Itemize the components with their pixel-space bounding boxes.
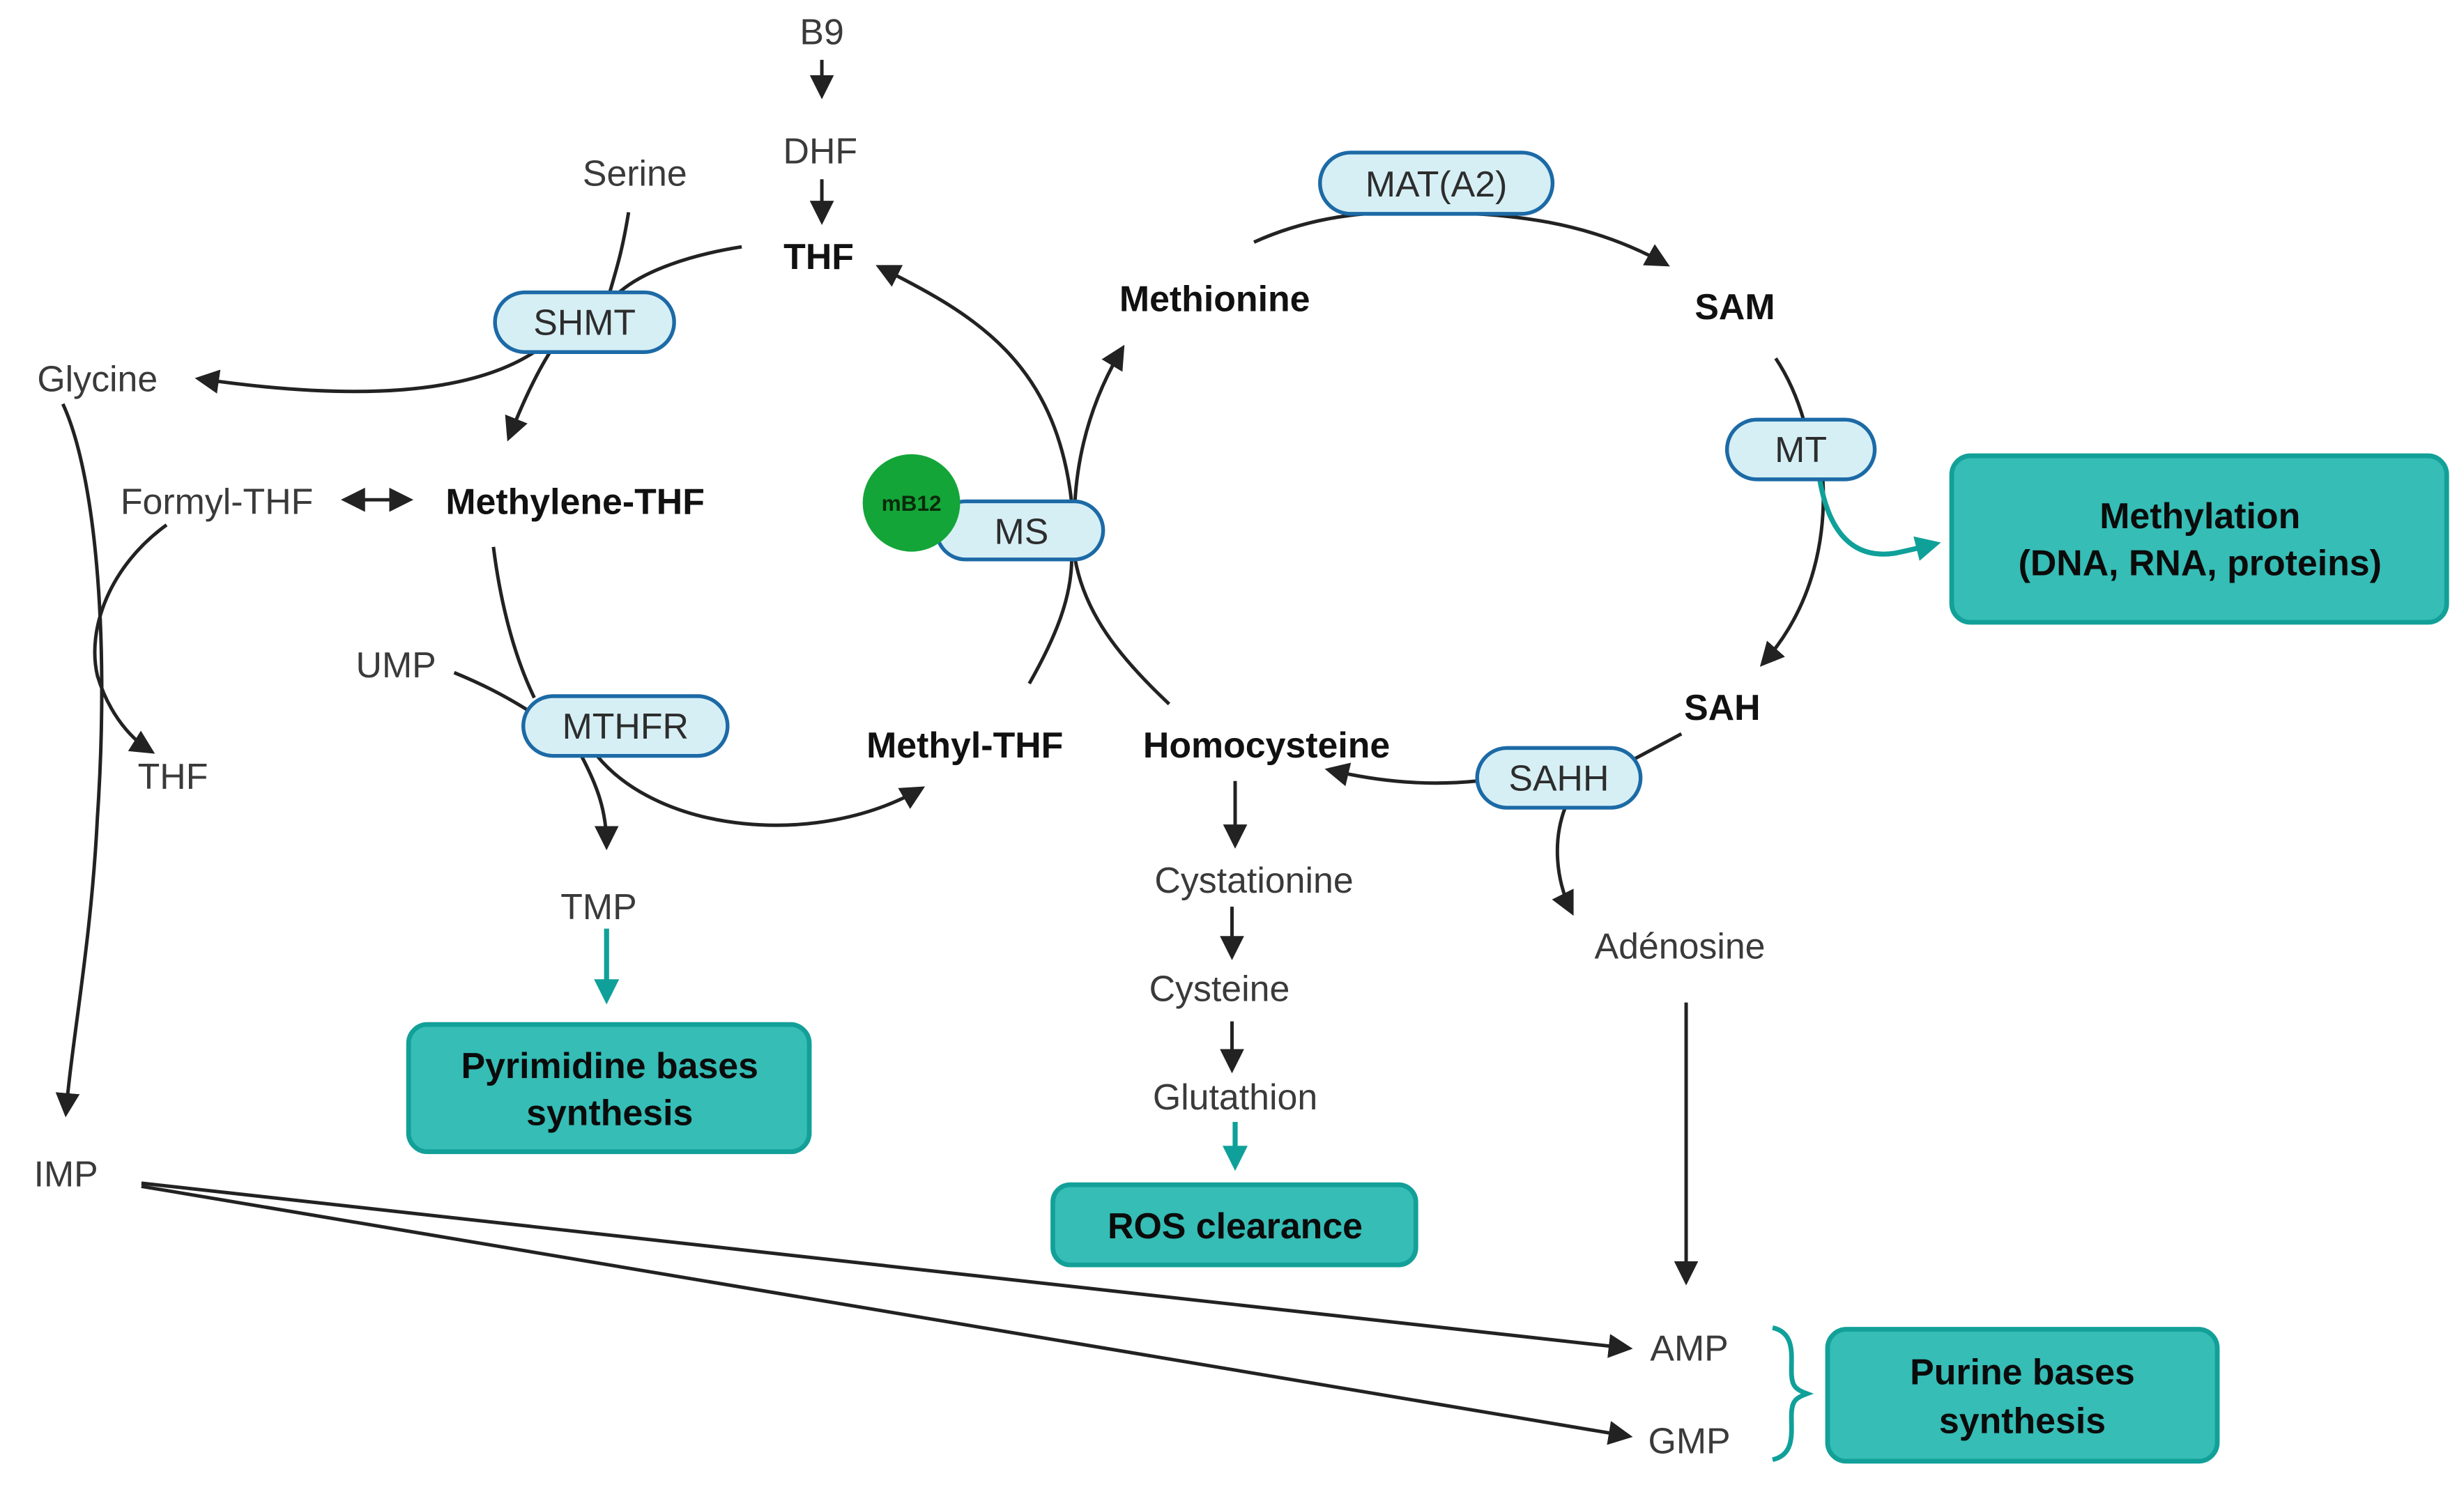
label-b9: B9 — [799, 11, 843, 52]
outcome-purine[interactable]: Purine bases synthesis — [1825, 1327, 2220, 1464]
enzyme-shmt[interactable]: SHMT — [493, 290, 676, 354]
arrow-ms-methionine — [1073, 344, 1125, 503]
arrow-mt-sah — [1759, 479, 1826, 667]
label-sam: SAM — [1694, 286, 1775, 327]
methylation-subtitle: (DNA, RNA, proteins) — [2019, 542, 2382, 583]
outcome-methylation[interactable]: Methylation (DNA, RNA, proteins) — [1949, 453, 2449, 625]
label-thf-main: THF — [783, 236, 854, 277]
purine-line1: Purine bases — [1910, 1351, 2135, 1392]
arrow-imp-gmp — [141, 1184, 1633, 1445]
edge-sah-sahh — [1633, 732, 1683, 761]
enzyme-mthfr[interactable]: MTHFR — [521, 694, 730, 758]
arrow-mthfr-tmp — [579, 755, 619, 851]
edge-sam-mt — [1774, 357, 1806, 422]
label-methyl-thf: Methyl-THF — [866, 725, 1063, 765]
label-adenosine: Adénosine — [1595, 925, 1766, 966]
arrow-mthfr-methylthf — [595, 755, 926, 827]
enzyme-sahh-label: SAHH — [1508, 757, 1609, 798]
label-methionine: Methionine — [1119, 279, 1310, 319]
label-gmp: GMP — [1648, 1421, 1731, 1461]
label-tmp: TMP — [560, 886, 636, 927]
enzyme-ms-label: MS — [995, 511, 1049, 551]
label-glycine: Glycine — [37, 359, 158, 399]
outcome-ros-clearance[interactable]: ROS clearance — [1050, 1182, 1418, 1268]
enzyme-sahh[interactable]: SAHH — [1475, 746, 1643, 810]
enzyme-mat[interactable]: MAT(A2) — [1318, 151, 1555, 216]
enzyme-mt-label: MT — [1775, 429, 1827, 470]
cofactor-mb12-label: mB12 — [882, 491, 942, 516]
arrow-mt-methylation — [1817, 479, 1941, 561]
label-serine: Serine — [583, 153, 687, 193]
edge-methylthf-ms — [1027, 557, 1074, 685]
ros-clearance-label: ROS clearance — [1108, 1206, 1363, 1246]
methylation-title: Methylation — [2099, 495, 2300, 536]
arrow-sahh-homocysteine — [1324, 762, 1478, 787]
pyrimidine-line1: Pyrimidine bases — [461, 1045, 758, 1086]
label-glutathion: Glutathion — [1153, 1077, 1317, 1117]
edge-ump-mthfr — [453, 670, 529, 712]
arrow-ms-thf — [875, 265, 1074, 503]
label-amp: AMP — [1650, 1328, 1728, 1369]
label-homocysteine: Homocysteine — [1143, 725, 1390, 765]
label-cystationine: Cystationine — [1154, 860, 1353, 900]
edge-methylene-mthfr — [491, 546, 536, 699]
label-methylene-thf: Methylene-THF — [445, 481, 705, 521]
label-sah: SAH — [1684, 687, 1760, 728]
outcome-pyrimidine[interactable]: Pyrimidine bases synthesis — [406, 1022, 812, 1155]
label-dhf: DHF — [783, 131, 858, 171]
enzyme-mat-label: MAT(A2) — [1365, 164, 1508, 204]
cofactor-mb12[interactable]: mB12 — [862, 454, 961, 552]
pyrimidine-line2: synthesis — [526, 1092, 693, 1132]
edge-thf-shmt — [618, 245, 742, 294]
enzyme-shmt-label: SHMT — [533, 302, 636, 342]
purine-line2: synthesis — [1939, 1400, 2106, 1440]
arrow-sahh-adenosine — [1552, 807, 1574, 916]
enzyme-mthfr-label: MTHFR — [563, 706, 689, 746]
arrow-shmt-glycine — [194, 351, 535, 394]
arrow-formyl-thf — [93, 523, 168, 754]
label-formyl-thf: Formyl-THF — [121, 481, 313, 521]
arrow-methionine-sam — [1253, 210, 1670, 267]
label-thf-side: THF — [138, 756, 208, 797]
label-ump: UMP — [356, 645, 436, 685]
arrow-imp-amp — [141, 1181, 1633, 1358]
edges — [55, 59, 1941, 1462]
arrow-glycine-imp — [55, 403, 104, 1118]
arrow-shmt-methylene — [505, 351, 552, 442]
enzyme-mt[interactable]: MT — [1724, 417, 1877, 482]
label-cysteine: Cysteine — [1149, 968, 1290, 1008]
metabolite-labels: B9 DHF THF Serine Glycine Formyl-THF Met… — [34, 11, 1775, 1461]
enzyme-ms[interactable]: MS — [934, 499, 1105, 562]
edge-serine-shmt — [608, 212, 631, 293]
label-imp: IMP — [34, 1153, 98, 1194]
edge-homocysteine-ms — [1073, 557, 1171, 706]
purine-brace — [1772, 1325, 1814, 1462]
